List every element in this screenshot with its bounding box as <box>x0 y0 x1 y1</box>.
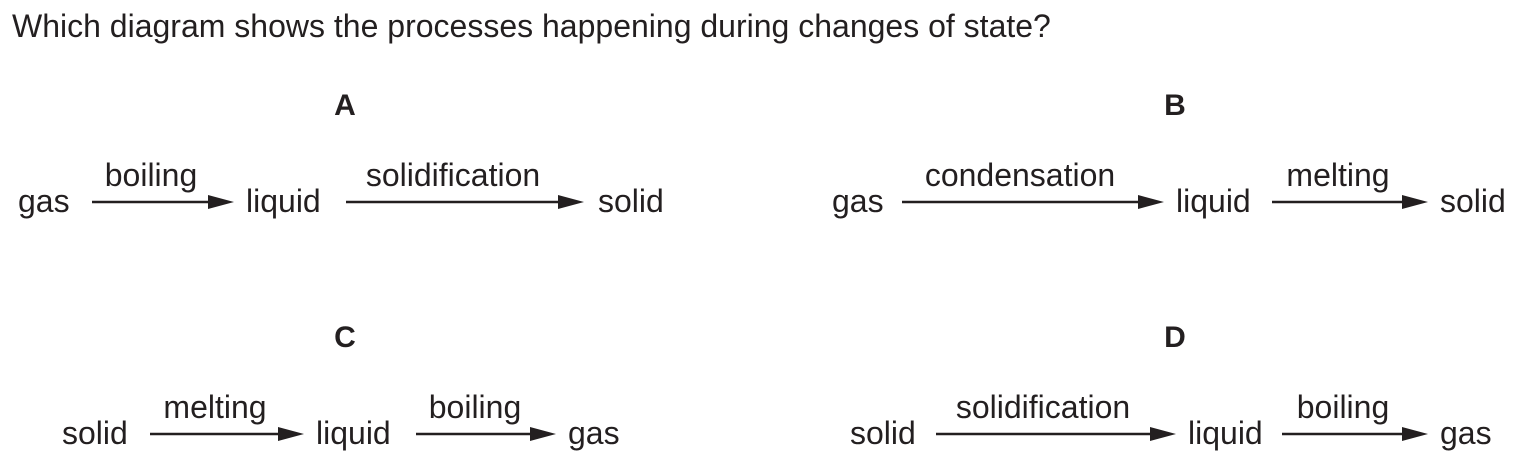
state-start: gas <box>18 183 70 219</box>
arrow-icon <box>902 192 1164 212</box>
option-letter: B <box>1164 89 1186 122</box>
state-end: gas <box>568 415 620 451</box>
state-end: gas <box>1440 415 1492 451</box>
arrow-icon <box>1282 424 1428 444</box>
state-middle: liquid <box>1188 415 1263 451</box>
option-letter: A <box>334 89 356 122</box>
state-middle: liquid <box>1176 183 1251 219</box>
arrow-icon <box>346 192 584 212</box>
option-letter: D <box>1164 321 1186 354</box>
arrow-icon <box>150 424 304 444</box>
state-middle: liquid <box>246 183 321 219</box>
question-text: Which diagram shows the processes happen… <box>12 8 1051 44</box>
state-start: solid <box>62 415 128 451</box>
process-label: solidification <box>955 389 1131 425</box>
state-end: solid <box>1440 183 1506 219</box>
process-label: condensation <box>924 157 1116 193</box>
option-letter: C <box>334 321 356 354</box>
process-label: melting <box>1286 157 1390 193</box>
process-label: boiling <box>1296 389 1390 425</box>
process-label: melting <box>163 389 267 425</box>
state-middle: liquid <box>316 415 391 451</box>
process-label: boiling <box>428 389 522 425</box>
arrow-icon <box>1272 192 1428 212</box>
state-start: solid <box>850 415 916 451</box>
state-end: solid <box>598 183 664 219</box>
arrow-icon <box>92 192 234 212</box>
process-label: solidification <box>365 157 541 193</box>
arrow-icon <box>936 424 1176 444</box>
process-label: boiling <box>104 157 198 193</box>
state-start: gas <box>832 183 884 219</box>
arrow-icon <box>416 424 556 444</box>
